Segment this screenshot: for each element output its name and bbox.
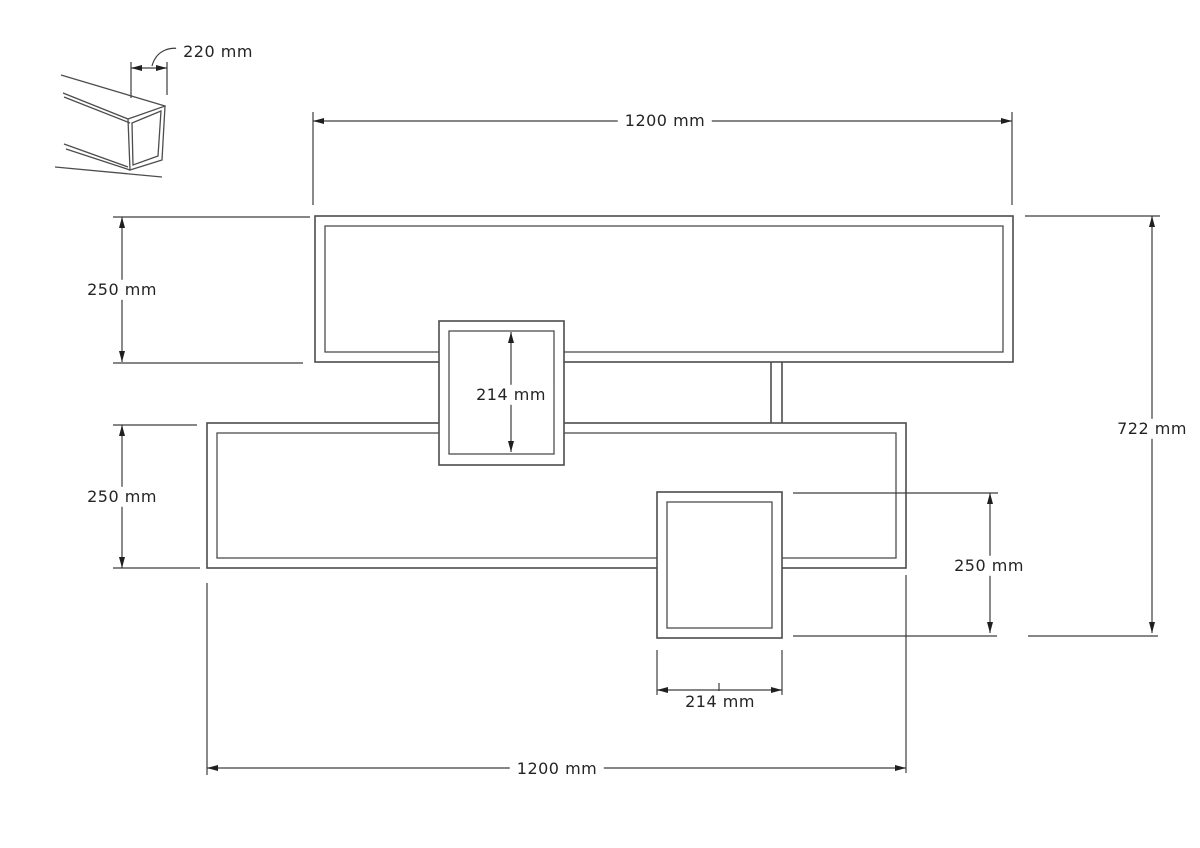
dim-label-top-length: 1200 mm — [617, 110, 713, 132]
top-shelf-outline — [314, 215, 1014, 363]
dimension-bottom-length — [206, 575, 907, 775]
dim-label-lower-shelf-height: 250 mm — [80, 486, 164, 508]
dim-label-overall-height: 722 mm — [1110, 418, 1194, 440]
shelf-connector — [770, 362, 783, 423]
lower-cube-outline — [656, 491, 783, 639]
dimension-bottom-cube-width — [656, 650, 783, 695]
dim-label-bottom-length: 1200 mm — [509, 758, 605, 780]
dim-label-upper-shelf-height: 250 mm — [80, 279, 164, 301]
dim-label-middle-cube-height: 214 mm — [469, 384, 553, 406]
dim-label-right-cube-height: 250 mm — [947, 555, 1031, 577]
dim-label-bottom-cube-width: 214 mm — [678, 691, 762, 713]
dimension-right-cube-height — [793, 492, 998, 637]
dim-label-detail-width: 220 mm — [176, 41, 260, 63]
detail-beam-sketch — [54, 74, 166, 178]
